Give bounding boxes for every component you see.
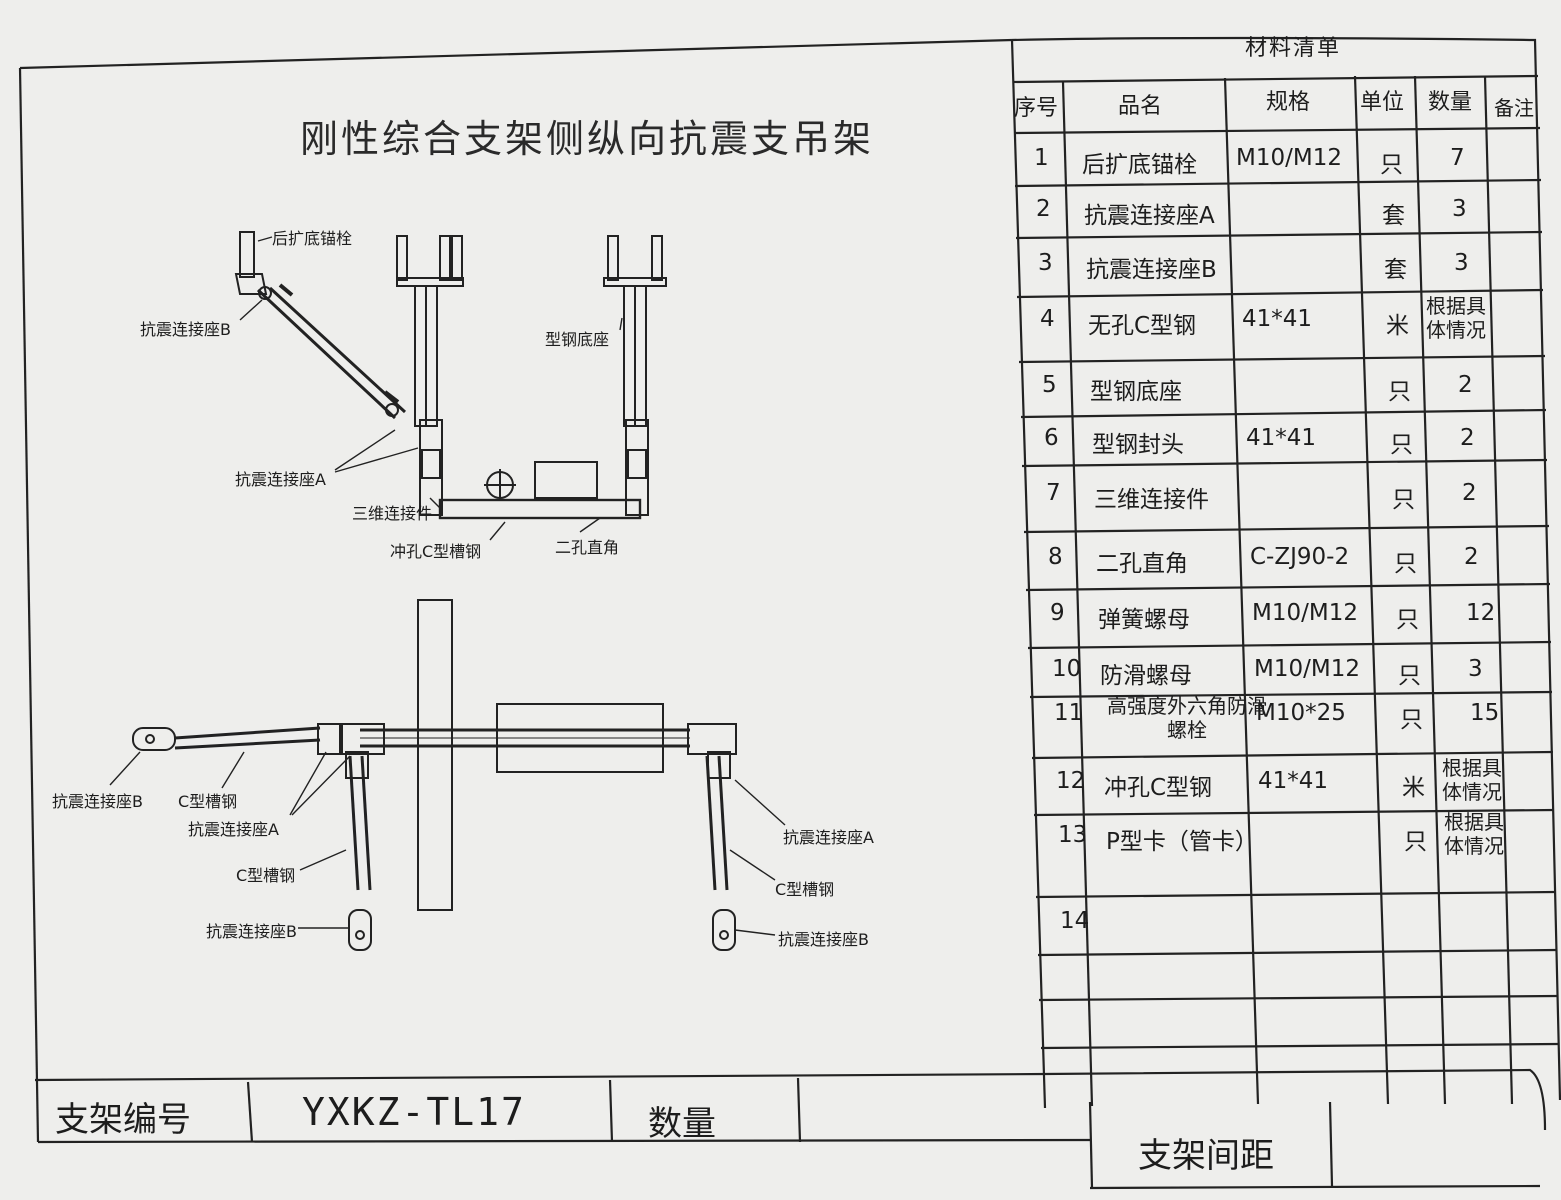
material-row-3-no: 3 [1038,250,1053,276]
material-row-6-unit: 只 [1390,432,1413,458]
quantity-label: 数量 [648,1104,716,1144]
label-two-hole: 二孔直角 [555,538,620,557]
material-row-13-qty: 根据具体情况 [1444,810,1504,858]
header-note: 备注 [1494,96,1534,120]
material-row-5-no: 5 [1042,372,1057,398]
material-row-7-unit: 只 [1392,487,1415,513]
material-row-9-unit: 只 [1396,607,1419,633]
material-row-11-unit: 只 [1400,707,1423,733]
material-row-1-unit: 只 [1380,152,1403,178]
header-name: 品名 [1118,94,1163,119]
title-block-top [34,1072,1046,1082]
bracket-no-value: YXKZ-TL17 [302,1090,526,1134]
material-row-11-name: 高强度外六角防滑螺栓 [1107,694,1267,742]
material-row-6-qty: 2 [1460,425,1475,451]
label-seat-a-right: 抗震连接座A [783,828,874,847]
material-row-11-spec: M10*25 [1256,700,1346,726]
material-row-4-qty: 根据具体情况 [1426,294,1486,342]
material-row-1-name: 后扩底锚栓 [1082,152,1197,178]
materials-frame [1011,36,1561,1101]
material-row-2-unit: 套 [1382,203,1405,229]
material-row-7-qty: 2 [1462,480,1477,506]
material-row-8-qty: 2 [1464,544,1479,570]
material-row-6-spec: 41*41 [1246,425,1317,451]
material-row-11-no: 11 [1054,700,1084,726]
spacing-label: 支架间距 [1138,1136,1274,1176]
header-spec: 规格 [1266,90,1311,115]
header-qty: 数量 [1428,90,1473,115]
material-row-3-name: 抗震连接座B [1086,257,1217,283]
material-row-8-spec: C-ZJ90-2 [1250,544,1350,570]
material-row-4-spec: 41*41 [1242,306,1313,332]
material-row-1-spec: M10/M12 [1236,145,1342,171]
material-row-3-qty: 3 [1454,250,1469,276]
material-row-8-name: 二孔直角 [1096,551,1188,577]
material-row-12-unit: 米 [1402,775,1425,801]
label-seat-b-bottom-left: 抗震连接座B [206,922,297,941]
material-row-6-name: 型钢封头 [1092,432,1184,458]
material-row-12-spec: 41*41 [1258,768,1329,794]
label-rear-anchor: 后扩底锚栓 [272,229,353,248]
label-c-channel-top: C型槽钢 [178,792,238,811]
material-row-13-no: 13 [1058,822,1088,848]
label-c-channel-left: C型槽钢 [236,866,296,885]
material-row-5-qty: 2 [1458,372,1473,398]
header-unit: 单位 [1360,90,1405,115]
material-row-4-unit: 米 [1386,313,1409,339]
frame-left [19,38,1013,70]
material-row-8-no: 8 [1048,544,1063,570]
material-row-14-no: 14 [1060,908,1090,934]
material-row-9-spec: M10/M12 [1252,600,1358,626]
material-row-3-unit: 套 [1384,257,1407,283]
material-row-5-unit: 只 [1388,379,1411,405]
label-steel-base: 型钢底座 [545,330,610,349]
label-seat-a-mid: 抗震连接座A [235,470,326,489]
material-row-8-unit: 只 [1394,551,1417,577]
material-row-10-qty: 3 [1468,656,1483,682]
drawing-title: 刚性综合支架侧纵向抗震支吊架 [300,117,875,161]
material-row-7-no: 7 [1046,480,1061,506]
material-row-6-no: 6 [1044,425,1059,451]
material-row-10-spec: M10/M12 [1254,656,1360,682]
material-row-2-no: 2 [1036,196,1051,222]
material-row-13-name: P型卡（管卡） [1106,829,1258,855]
material-row-9-qty: 12 [1466,600,1496,626]
material-row-12-qty: 根据具体情况 [1442,756,1502,804]
material-row-13-unit: 只 [1404,829,1427,855]
material-row-2-qty: 3 [1452,196,1467,222]
material-row-12-no: 12 [1056,768,1086,794]
plan-view [109,599,786,951]
material-row-1-qty: 7 [1450,145,1465,171]
label-three-d: 三维连接件 [352,504,433,523]
material-row-10-no: 10 [1052,656,1082,682]
material-row-10-unit: 只 [1398,663,1421,689]
material-row-2-name: 抗震连接座A [1084,203,1215,229]
header-no: 序号 [1014,96,1059,121]
label-seat-b-left: 抗震连接座B [52,792,143,811]
label-c-channel-right: C型槽钢 [775,880,835,899]
material-row-1-no: 1 [1034,145,1049,171]
materials-title: 材料清单 [1245,36,1342,61]
material-row-4-name: 无孔C型钢 [1088,313,1197,339]
label-seat-b-bottom-right: 抗震连接座B [778,930,869,949]
label-seat-a-left: 抗震连接座A [188,820,279,839]
label-seat-b-top: 抗震连接座B [140,320,231,339]
label-punched-channel: 冲孔C型槽钢 [390,542,482,561]
material-row-5-name: 型钢底座 [1090,379,1182,405]
material-row-4-no: 4 [1040,306,1055,332]
material-row-9-no: 9 [1050,600,1065,626]
material-row-10-name: 防滑螺母 [1100,663,1192,689]
bracket-no-label: 支架编号 [55,1100,191,1140]
material-row-12-name: 冲孔C型钢 [1104,775,1213,801]
material-row-9-name: 弹簧螺母 [1098,607,1190,633]
elevation-view [234,231,667,541]
material-row-7-name: 三维连接件 [1094,487,1209,513]
material-row-11-qty: 15 [1470,700,1500,726]
